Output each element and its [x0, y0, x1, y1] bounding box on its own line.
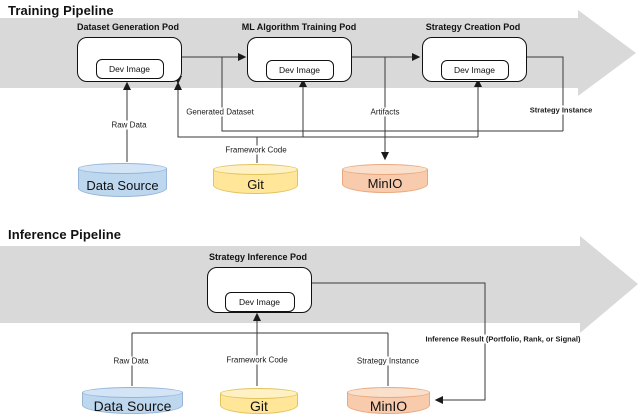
store-label: MinIO [369, 397, 408, 414]
pod-title-dataset-generation: Dataset Generation Pod [76, 22, 180, 32]
pod-dataset-generation: Dev Image [77, 37, 182, 82]
wire-generated-dataset-drop [221, 57, 563, 132]
pod-ml-algorithm-training: Dev Image [247, 37, 352, 82]
dev-image-box: Dev Image [224, 292, 295, 312]
cylinder-top [220, 388, 298, 399]
pod-strategy-inference: Dev Image [207, 267, 312, 313]
edge-label-generated-dataset: Generated Dataset [184, 107, 256, 117]
store-label: Git [250, 398, 268, 414]
store-git-training: Git [213, 164, 298, 194]
inference-section-title: Inference Pipeline [8, 227, 122, 242]
pod-title-ml-training: ML Algorithm Training Pod [241, 22, 357, 32]
inference-pipeline-arrow-band [0, 236, 638, 333]
edge-label-strategy-instance-inference: Strategy Instance [354, 356, 422, 366]
edge-label-strategy-instance-training: Strategy Instance [527, 105, 595, 115]
cylinder-top [82, 387, 183, 398]
store-label: MinIO [367, 176, 403, 191]
edge-label-framework-code-inference: Framework Code [224, 355, 290, 365]
edge-label-raw-data-training: Raw Data [109, 120, 149, 130]
store-label: Data Source [86, 177, 159, 193]
edge-label-raw-data-inference: Raw Data [111, 356, 151, 366]
store-data-source-inference: Data Source [82, 387, 183, 414]
pod-title-strategy-inference: Strategy Inference Pod [208, 252, 308, 262]
cylinder-top [342, 164, 428, 175]
cylinder-top [78, 163, 167, 174]
edge-label-framework-code-training: Framework Code [223, 145, 289, 155]
edge-label-inference-result: Inference Result (Portfolio, Rank, or Si… [423, 334, 583, 344]
pod-strategy-creation: Dev Image [422, 37, 527, 82]
edge-label-artifacts: Artifacts [368, 107, 402, 117]
pod-title-strategy-creation: Strategy Creation Pod [425, 22, 521, 32]
dev-image-box: Dev Image [440, 60, 509, 80]
store-minio-inference: MinIO [347, 387, 430, 414]
store-git-inference: Git [220, 388, 298, 414]
dev-image-box: Dev Image [95, 59, 164, 79]
store-label: Git [247, 176, 264, 192]
store-minio-training: MinIO [342, 164, 428, 193]
cylinder-top [213, 164, 298, 175]
training-section-title: Training Pipeline [8, 3, 114, 18]
store-data-source-training: Data Source [78, 163, 167, 197]
cylinder-top [347, 387, 430, 398]
store-label: Data Source [93, 397, 172, 414]
dev-image-box: Dev Image [265, 60, 334, 80]
